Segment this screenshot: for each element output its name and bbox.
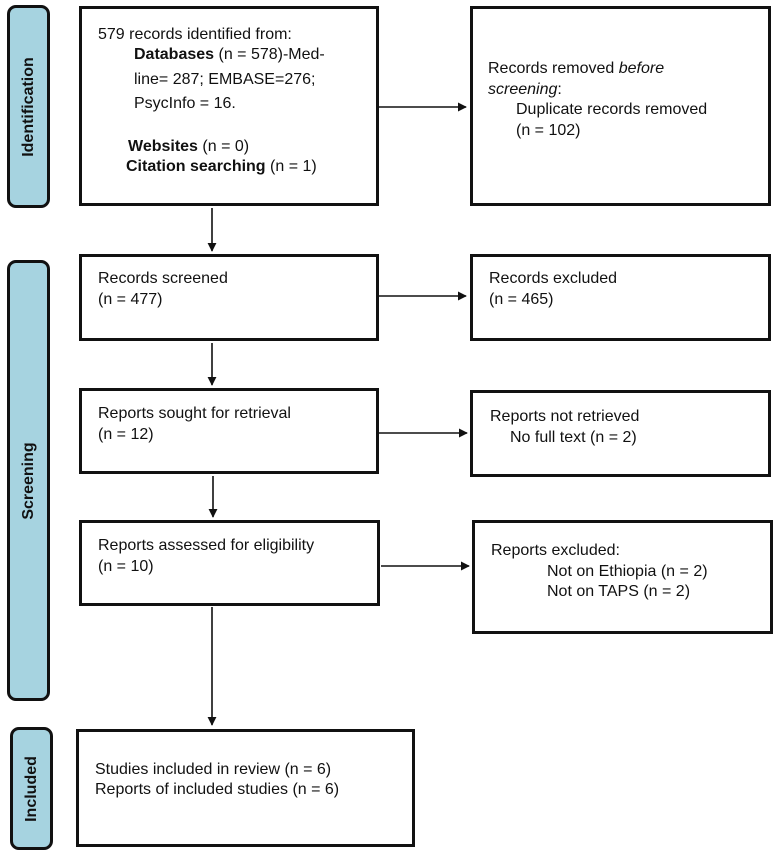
websites-label: Websites [128, 138, 198, 155]
records-screened-box: Records screened (n = 477) [79, 254, 379, 341]
websites-line: Websites (n = 0) [128, 136, 249, 157]
records-removed-line1: Records removed before [488, 58, 664, 79]
phase-included: Included [10, 727, 53, 850]
reason-not-ethiopia: Not on Ethiopia (n = 2) [547, 563, 708, 580]
databases-breakdown: line= 287; EMBASE=276; [134, 71, 316, 88]
reports-assessed-box: Reports assessed for eligibility (n = 10… [79, 520, 380, 606]
reports-not-retrieved-box: Reports not retrieved No full text (n = … [470, 390, 771, 477]
reports-sought-count: (n = 12) [98, 426, 154, 443]
records-identified-intro: 579 records identified from: [98, 26, 292, 43]
reports-assessed-title: Reports assessed for eligibility [98, 537, 315, 554]
records-screened-count: (n = 477) [98, 291, 163, 308]
reports-assessed-count: (n = 10) [98, 558, 154, 575]
websites-count: (n = 0) [197, 138, 250, 155]
reason-not-taps: Not on TAPS (n = 2) [547, 583, 691, 600]
citation-count: (n = 1) [265, 158, 317, 175]
records-removed-text: Records removed [488, 60, 619, 77]
reports-sought-box: Reports sought for retrieval (n = 12) [79, 388, 379, 474]
databases-count: (n = 578)-Med- [214, 46, 325, 63]
records-removed-line2: screening: [488, 79, 562, 100]
records-excluded-box: Records excluded (n = 465) [470, 254, 771, 341]
reports-excluded-box: Reports excluded: Not on Ethiopia (n = 2… [472, 520, 773, 634]
no-full-text: No full text (n = 2) [510, 429, 637, 446]
databases-line: Databases (n = 578)-Med- [134, 44, 325, 65]
duplicate-records-count: (n = 102) [516, 122, 581, 139]
studies-included-box: Studies included in review (n = 6) Repor… [76, 729, 415, 847]
citation-label: Citation searching [126, 158, 266, 175]
records-removed-screening: screening [488, 81, 558, 98]
phase-identification: Identification [7, 5, 50, 208]
reports-sought-title: Reports sought for retrieval [98, 405, 291, 422]
records-excluded-title: Records excluded [489, 270, 618, 287]
records-screened-title: Records screened [98, 270, 228, 287]
reports-included-count: Reports of included studies (n = 6) [95, 781, 340, 798]
reports-not-retrieved-title: Reports not retrieved [490, 408, 640, 425]
records-removed-box: Records removed before screening: Duplic… [470, 6, 771, 206]
reports-excluded-title: Reports excluded: [491, 542, 620, 559]
databases-label: Databases [134, 46, 215, 63]
records-identified-box: 579 records identified from: Databases (… [79, 6, 379, 206]
studies-included-count: Studies included in review (n = 6) [95, 761, 332, 778]
databases-psycinfo: PsycInfo = 16. [134, 95, 236, 112]
records-removed-colon: : [557, 81, 562, 98]
citation-line: Citation searching (n = 1) [126, 156, 317, 177]
duplicate-records-label: Duplicate records removed [516, 101, 708, 118]
records-removed-before: before [618, 60, 665, 77]
records-excluded-count: (n = 465) [489, 291, 554, 308]
phase-screening: Screening [7, 260, 50, 701]
